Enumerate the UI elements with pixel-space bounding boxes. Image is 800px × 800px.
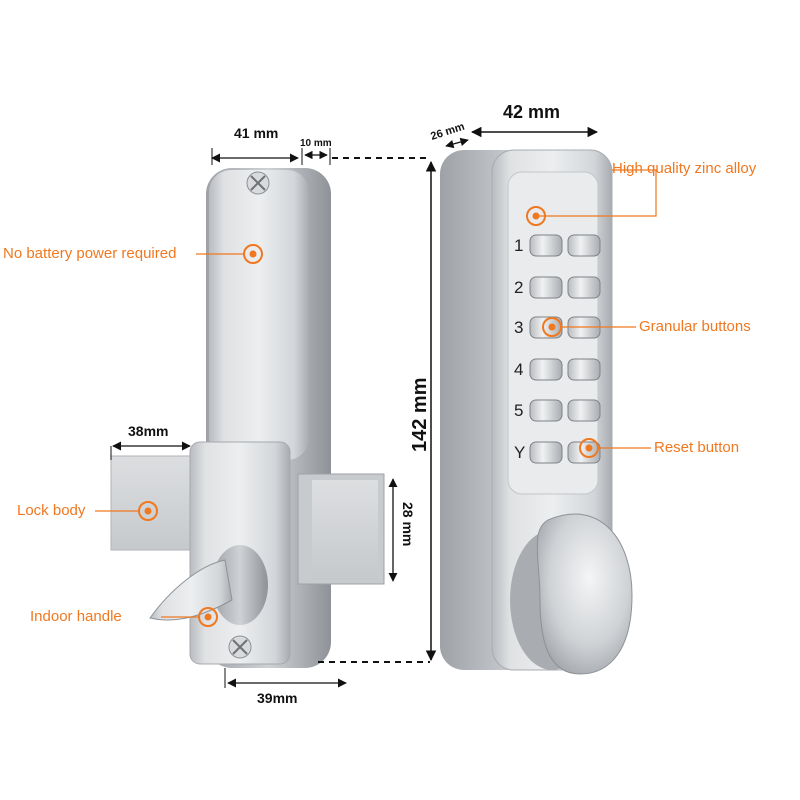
key-label-3: 3	[514, 318, 523, 337]
keypad-button-2-1[interactable]	[529, 276, 563, 299]
indoor-lock-unit	[110, 168, 385, 668]
keypad-button-4-2[interactable]	[567, 358, 601, 381]
dim-41mm: 41 mm	[234, 125, 278, 141]
keypad-button-6-2[interactable]	[567, 441, 601, 464]
dim-42mm: 42 mm	[503, 102, 560, 122]
keypad-button-1-2[interactable]	[567, 234, 601, 257]
key-label-6: Y	[514, 443, 525, 462]
top-screw-cross	[250, 175, 266, 191]
key-label-4: 4	[514, 360, 523, 379]
callout-battery: No battery power required	[3, 245, 176, 262]
callout-lock-body: Lock body	[17, 502, 86, 519]
keypad-button-1-1[interactable]	[529, 234, 563, 257]
callout-zinc: High quality zinc alloy	[612, 160, 757, 177]
back-plate-face	[209, 170, 309, 460]
dim-38mm: 38mm	[128, 423, 168, 439]
keypad-button-5-1[interactable]	[529, 399, 563, 422]
handle-marker-icon	[198, 607, 218, 627]
callout-buttons: Granular buttons	[639, 318, 751, 335]
buttons-marker-icon	[542, 317, 562, 337]
dim-142mm: 142 mm	[409, 378, 431, 453]
keypad-buttons: 1 2 3 4 5Y	[514, 234, 601, 464]
dim-39mm: 39mm	[257, 690, 297, 706]
keypad-button-6-1[interactable]	[529, 441, 563, 464]
callout-reset: Reset button	[654, 439, 739, 456]
dim-26mm: 26 mm	[429, 121, 466, 143]
keypad-button-5-2[interactable]	[567, 399, 601, 422]
key-label-2: 2	[514, 278, 523, 297]
zinc-marker-icon	[526, 206, 546, 226]
battery-marker-icon	[243, 244, 263, 264]
thumb-knob	[536, 513, 633, 675]
keypad-button-2-2[interactable]	[567, 276, 601, 299]
bottom-screw-cross	[232, 639, 248, 655]
callout-handle: Indoor handle	[30, 608, 122, 625]
latch-face	[312, 480, 378, 580]
keypad-button-4-1[interactable]	[529, 358, 563, 381]
key-label-1: 1	[514, 236, 523, 255]
callouts: High quality zinc alloy No battery power…	[3, 160, 757, 627]
key-label-5: 5	[514, 401, 523, 420]
keypad-unit: 1 2 3 4 5Y	[440, 149, 633, 675]
dim-10mm: 10 mm	[300, 138, 332, 149]
lockbody-marker-icon	[138, 501, 158, 521]
indoor-handle	[149, 559, 233, 621]
reset-marker-icon	[579, 438, 599, 458]
dim-28mm: 28 mm	[400, 502, 416, 546]
